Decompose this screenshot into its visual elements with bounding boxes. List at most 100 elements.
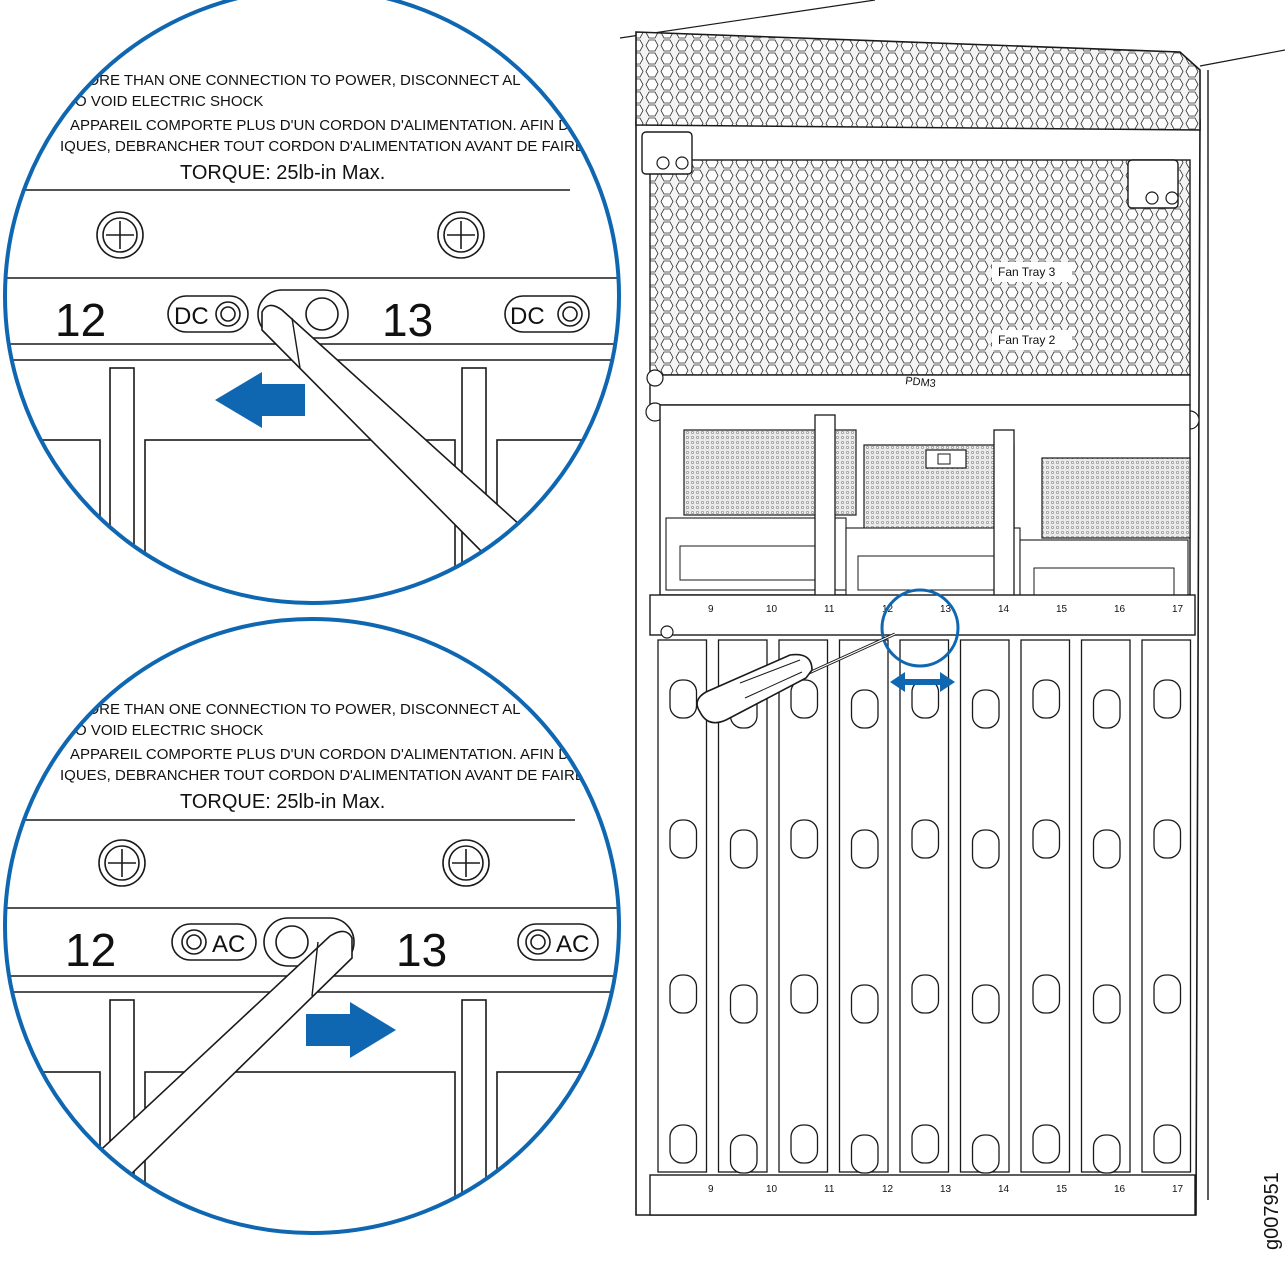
slot-number: 9 xyxy=(708,1184,714,1195)
card-handle[interactable] xyxy=(1092,829,1121,869)
card-handle[interactable] xyxy=(790,1124,819,1164)
pdm-label: PDM3 xyxy=(905,375,937,390)
card-handle[interactable] xyxy=(729,1134,758,1174)
pdm-bar xyxy=(649,374,1191,406)
slot-number: 17 xyxy=(1172,1184,1184,1195)
warning-line-3: APPAREIL COMPORTE PLUS D'UN CORDON D'ALI… xyxy=(70,746,634,763)
card-slot xyxy=(899,639,950,1173)
torque-label: TORQUE: 25lb-in Max. xyxy=(180,162,385,184)
card-handle[interactable] xyxy=(911,679,940,719)
card-handle[interactable] xyxy=(971,984,1000,1024)
card-handle[interactable] xyxy=(850,1134,879,1174)
card-handle[interactable] xyxy=(1092,984,1121,1024)
card-handle[interactable] xyxy=(911,1124,940,1164)
slot-number-left: 12 xyxy=(65,924,116,976)
slot-number: 10 xyxy=(766,604,778,615)
card-handle[interactable] xyxy=(1032,679,1061,719)
card-slot xyxy=(657,639,708,1173)
card-handle[interactable] xyxy=(850,984,879,1024)
card-handle[interactable] xyxy=(971,829,1000,869)
warning-line-1: MORE THAN ONE CONNECTION TO POWER, DISCO… xyxy=(75,701,521,718)
arrow-right xyxy=(306,1002,396,1058)
slot-number: 11 xyxy=(824,1184,835,1195)
slot-label-bar-bottom xyxy=(649,1174,1196,1216)
warning-line-4: IQUES, DEBRANCHER TOUT CORDON D'ALIMENTA… xyxy=(60,138,662,155)
card-handle[interactable] xyxy=(850,829,879,869)
card-handle[interactable] xyxy=(1032,974,1061,1014)
card-handle[interactable] xyxy=(1153,679,1182,719)
warning-line-2: O VOID ELECTRIC SHOCK xyxy=(75,93,263,110)
warning-line-3: APPAREIL COMPORTE PLUS D'UN CORDON D'ALI… xyxy=(70,117,634,134)
card-slot xyxy=(778,639,829,1173)
slot-number: 16 xyxy=(1114,604,1126,615)
detail-dc-mode: MORE THAN ONE CONNECTION TO POWER, DISCO… xyxy=(3,0,662,605)
mode-label-right: AC xyxy=(556,931,589,958)
right-latch[interactable] xyxy=(1127,159,1179,209)
card-handle[interactable] xyxy=(669,974,698,1014)
card-handle[interactable] xyxy=(850,689,879,729)
card-slot xyxy=(717,639,768,1173)
slot-number: 14 xyxy=(998,604,1010,615)
card-handle[interactable] xyxy=(790,974,819,1014)
slide-direction-arrow xyxy=(890,672,955,692)
slot-number: 16 xyxy=(1114,1184,1126,1195)
mode-label-left: DC xyxy=(174,303,209,330)
card-handle[interactable] xyxy=(790,679,819,719)
card-handle[interactable] xyxy=(971,1134,1000,1174)
card-handle[interactable] xyxy=(729,829,758,869)
torque-label: TORQUE: 25lb-in Max. xyxy=(180,791,385,813)
mode-label-left: AC xyxy=(212,931,245,958)
card-handle[interactable] xyxy=(971,689,1000,729)
card-handle[interactable] xyxy=(729,984,758,1024)
card-handle[interactable] xyxy=(669,679,698,719)
fan-tray-panel xyxy=(649,159,1191,376)
slot-number: 13 xyxy=(940,604,952,615)
card-handle[interactable] xyxy=(1153,1124,1182,1164)
fan-tray-2-label: Fan Tray 2 xyxy=(998,333,1056,347)
slot-number: 11 xyxy=(824,604,835,615)
slot-number-right: 13 xyxy=(396,924,447,976)
top-vent xyxy=(635,31,1201,131)
arrow-left xyxy=(215,372,305,428)
psu-mesh-3 xyxy=(1041,457,1191,539)
card-handle[interactable] xyxy=(669,819,698,859)
magnify-callout xyxy=(880,588,960,668)
card-handle[interactable] xyxy=(1032,1124,1061,1164)
warning-line-4: IQUES, DEBRANCHER TOUT CORDON D'ALIMENTA… xyxy=(60,767,662,784)
screwdriver xyxy=(696,632,896,724)
card-slot xyxy=(838,639,889,1173)
card-handle[interactable] xyxy=(1092,1134,1121,1174)
slot-number: 10 xyxy=(766,1184,778,1195)
detail-ac-mode: MORE THAN ONE CONNECTION TO POWER, DISCO… xyxy=(3,617,662,1235)
warning-line-2: O VOID ELECTRIC SHOCK xyxy=(75,722,263,739)
cable-guide-2 xyxy=(993,429,1015,621)
slot-number: 15 xyxy=(1056,1184,1068,1195)
slot-number-right: 13 xyxy=(382,294,433,346)
slot-number: 14 xyxy=(998,1184,1010,1195)
card-handle[interactable] xyxy=(669,1124,698,1164)
cable-guide-1 xyxy=(814,414,836,611)
router-chassis: Fan Tray 3 Fan Tray 2 PDM3 9 10 11 12 13 14 15… xyxy=(619,0,1285,1216)
card-slot xyxy=(1141,639,1192,1173)
slot-label-bar xyxy=(649,594,1196,636)
slot-number: 9 xyxy=(708,604,714,615)
card-slot xyxy=(1080,639,1131,1173)
warning-line-1: MORE THAN ONE CONNECTION TO POWER, DISCO… xyxy=(75,72,521,89)
figure-id: g007951 xyxy=(1261,1172,1283,1250)
card-handle[interactable] xyxy=(790,819,819,859)
slot-number: 15 xyxy=(1056,604,1068,615)
card-handle[interactable] xyxy=(1153,819,1182,859)
card-handle[interactable] xyxy=(1153,974,1182,1014)
card-handle[interactable] xyxy=(1032,819,1061,859)
slot-number: 13 xyxy=(940,1184,952,1195)
fan-tray-3-label: Fan Tray 3 xyxy=(998,265,1056,279)
mode-label-right: DC xyxy=(510,303,545,330)
slot-number: 17 xyxy=(1172,604,1184,615)
slot-number-left: 12 xyxy=(55,294,106,346)
card-handle[interactable] xyxy=(911,819,940,859)
card-handle[interactable] xyxy=(1092,689,1121,729)
card-slot xyxy=(1020,639,1071,1173)
card-handle[interactable] xyxy=(911,974,940,1014)
slot-number: 12 xyxy=(882,1184,894,1195)
